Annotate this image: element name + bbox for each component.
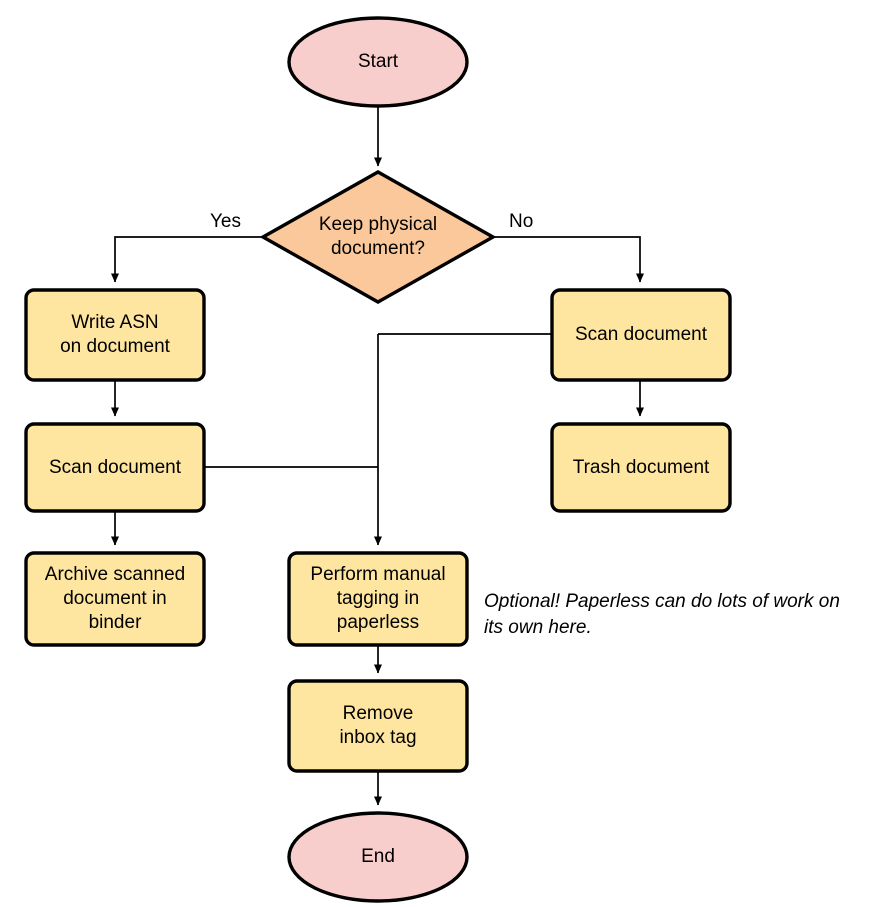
edge-decision-to-write-asn xyxy=(111,236,263,283)
edge-decision-to-scan-right xyxy=(493,236,644,283)
node-layer xyxy=(24,16,732,903)
optional-note: Optional! Paperless can do lots of work … xyxy=(484,591,840,638)
node-remove-inbox-shape[interactable] xyxy=(287,679,469,773)
node-write-asn-shape[interactable] xyxy=(24,288,206,382)
node-manual-tag-shape[interactable] xyxy=(287,551,469,647)
node-start-shape[interactable] xyxy=(287,16,469,108)
node-decision-shape[interactable] xyxy=(259,170,497,304)
node-archive-shape[interactable] xyxy=(24,551,206,647)
node-scan-left-shape[interactable] xyxy=(24,422,206,513)
node-scan-right-shape[interactable] xyxy=(550,288,732,382)
edge-label-no: No xyxy=(509,211,534,232)
node-trash-shape[interactable] xyxy=(550,422,732,513)
node-end-shape[interactable] xyxy=(287,811,469,903)
edge-label-yes: Yes xyxy=(210,211,241,232)
edge-layer xyxy=(111,106,644,806)
